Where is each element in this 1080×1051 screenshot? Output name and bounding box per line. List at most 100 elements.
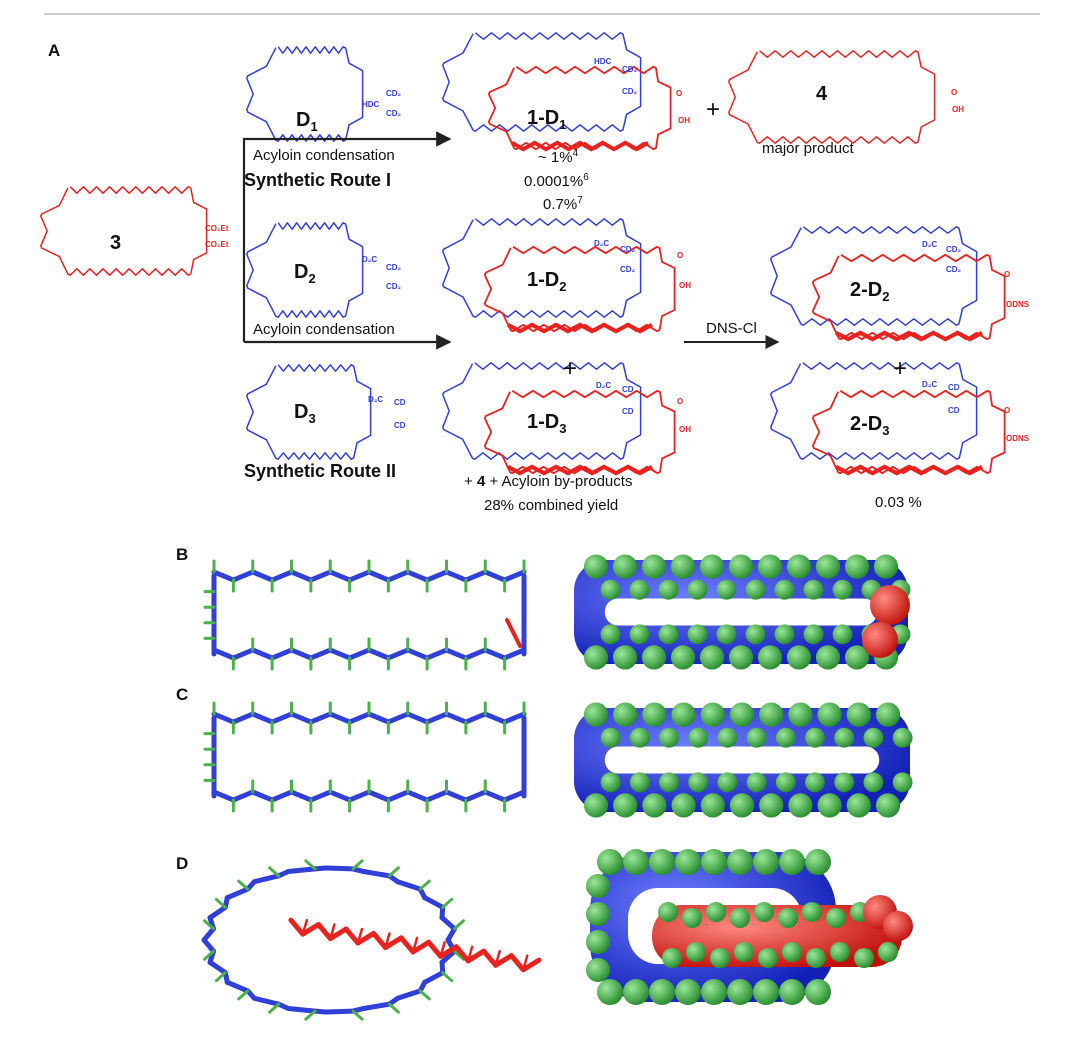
bond xyxy=(445,926,457,943)
bond xyxy=(237,879,250,891)
svg-text:D₂C: D₂C xyxy=(368,395,383,404)
bond xyxy=(424,711,449,725)
bond xyxy=(329,923,336,940)
bond xyxy=(366,569,391,583)
atom xyxy=(863,772,884,793)
svg-text:D₂C: D₂C xyxy=(362,255,377,264)
label-d1: D1 xyxy=(296,109,318,134)
bond xyxy=(463,789,488,803)
atom xyxy=(597,979,623,1005)
svg-text:CD: CD xyxy=(622,407,634,416)
bond xyxy=(502,789,527,803)
bond xyxy=(411,936,419,954)
bond xyxy=(398,935,416,955)
atom-labels-red: CO₂Et CO₂Et O OH O OH O OH O OH O ODNS O… xyxy=(205,88,1030,443)
atom xyxy=(754,902,774,922)
svg-text:CD: CD xyxy=(948,406,960,415)
bond xyxy=(418,989,431,1001)
bond xyxy=(230,647,256,661)
panel-label-a: A xyxy=(48,41,60,60)
atom xyxy=(729,793,755,818)
bond xyxy=(410,939,432,955)
svg-text:CD₂: CD₂ xyxy=(386,282,402,291)
svg-text:O: O xyxy=(951,88,957,97)
svg-text:CO₂Et: CO₂Et xyxy=(205,240,229,249)
bond xyxy=(482,711,508,725)
bond xyxy=(207,959,228,976)
ring-1-d3-blue xyxy=(442,362,642,460)
bond xyxy=(308,789,333,803)
atom xyxy=(753,849,779,875)
atom xyxy=(671,702,696,727)
bond xyxy=(418,879,431,891)
dns-reagent-label: DNS-Cl xyxy=(706,320,757,337)
bond xyxy=(385,789,411,803)
bond xyxy=(269,569,294,583)
atom xyxy=(629,579,650,600)
plus-2: + xyxy=(563,355,577,382)
bond xyxy=(327,789,353,803)
bond xyxy=(438,944,459,959)
ring-1-d3-red xyxy=(483,389,676,475)
bond xyxy=(384,932,391,949)
atom xyxy=(817,793,842,818)
space-fill-hole xyxy=(604,598,878,626)
atom xyxy=(759,702,784,727)
route-1-arrow xyxy=(242,131,452,342)
atom xyxy=(873,554,899,579)
atom xyxy=(659,772,679,793)
bond xyxy=(502,569,527,583)
bond xyxy=(211,569,236,583)
atom xyxy=(863,727,884,748)
bond xyxy=(230,711,256,725)
atom xyxy=(788,702,813,727)
atom xyxy=(815,554,841,579)
label-1-d2: 1-D2 xyxy=(527,269,566,294)
bond xyxy=(385,647,411,661)
atom xyxy=(623,849,649,875)
atom xyxy=(883,911,913,941)
atom xyxy=(699,645,725,670)
svg-text:CD₂: CD₂ xyxy=(386,263,402,272)
atom xyxy=(806,948,826,968)
atom xyxy=(734,942,754,962)
atom xyxy=(727,979,753,1005)
bond xyxy=(301,918,309,936)
ring-2-d2-blue xyxy=(770,226,978,326)
bond xyxy=(304,1009,317,1021)
bond xyxy=(300,922,322,937)
bond xyxy=(453,944,471,964)
atom xyxy=(583,645,609,670)
bond xyxy=(347,789,372,803)
atom xyxy=(854,948,874,968)
bond xyxy=(224,886,251,901)
atom xyxy=(878,942,898,962)
bond xyxy=(395,988,423,1001)
bond xyxy=(268,866,281,878)
bond xyxy=(269,711,294,725)
bond xyxy=(230,789,256,803)
atom xyxy=(844,645,870,670)
svg-text:OH: OH xyxy=(678,116,690,125)
atom xyxy=(826,908,846,928)
svg-text:ODNS: ODNS xyxy=(1006,300,1030,309)
atom xyxy=(786,554,812,579)
bond xyxy=(482,647,508,661)
ring-1-d2-red-bold xyxy=(507,322,653,334)
bond xyxy=(439,948,457,965)
bond xyxy=(493,953,514,968)
atom xyxy=(727,849,753,875)
atom xyxy=(701,979,727,1005)
bond xyxy=(481,948,499,968)
bond xyxy=(308,569,333,583)
svg-text:CD₂: CD₂ xyxy=(386,109,402,118)
bond xyxy=(355,930,377,946)
atom xyxy=(775,727,796,748)
bond xyxy=(289,711,314,725)
atom xyxy=(730,908,750,928)
bond xyxy=(203,919,216,931)
bond xyxy=(327,711,353,725)
svg-text:CD₂: CD₂ xyxy=(620,265,636,274)
atom xyxy=(701,849,727,875)
atom xyxy=(612,645,638,670)
